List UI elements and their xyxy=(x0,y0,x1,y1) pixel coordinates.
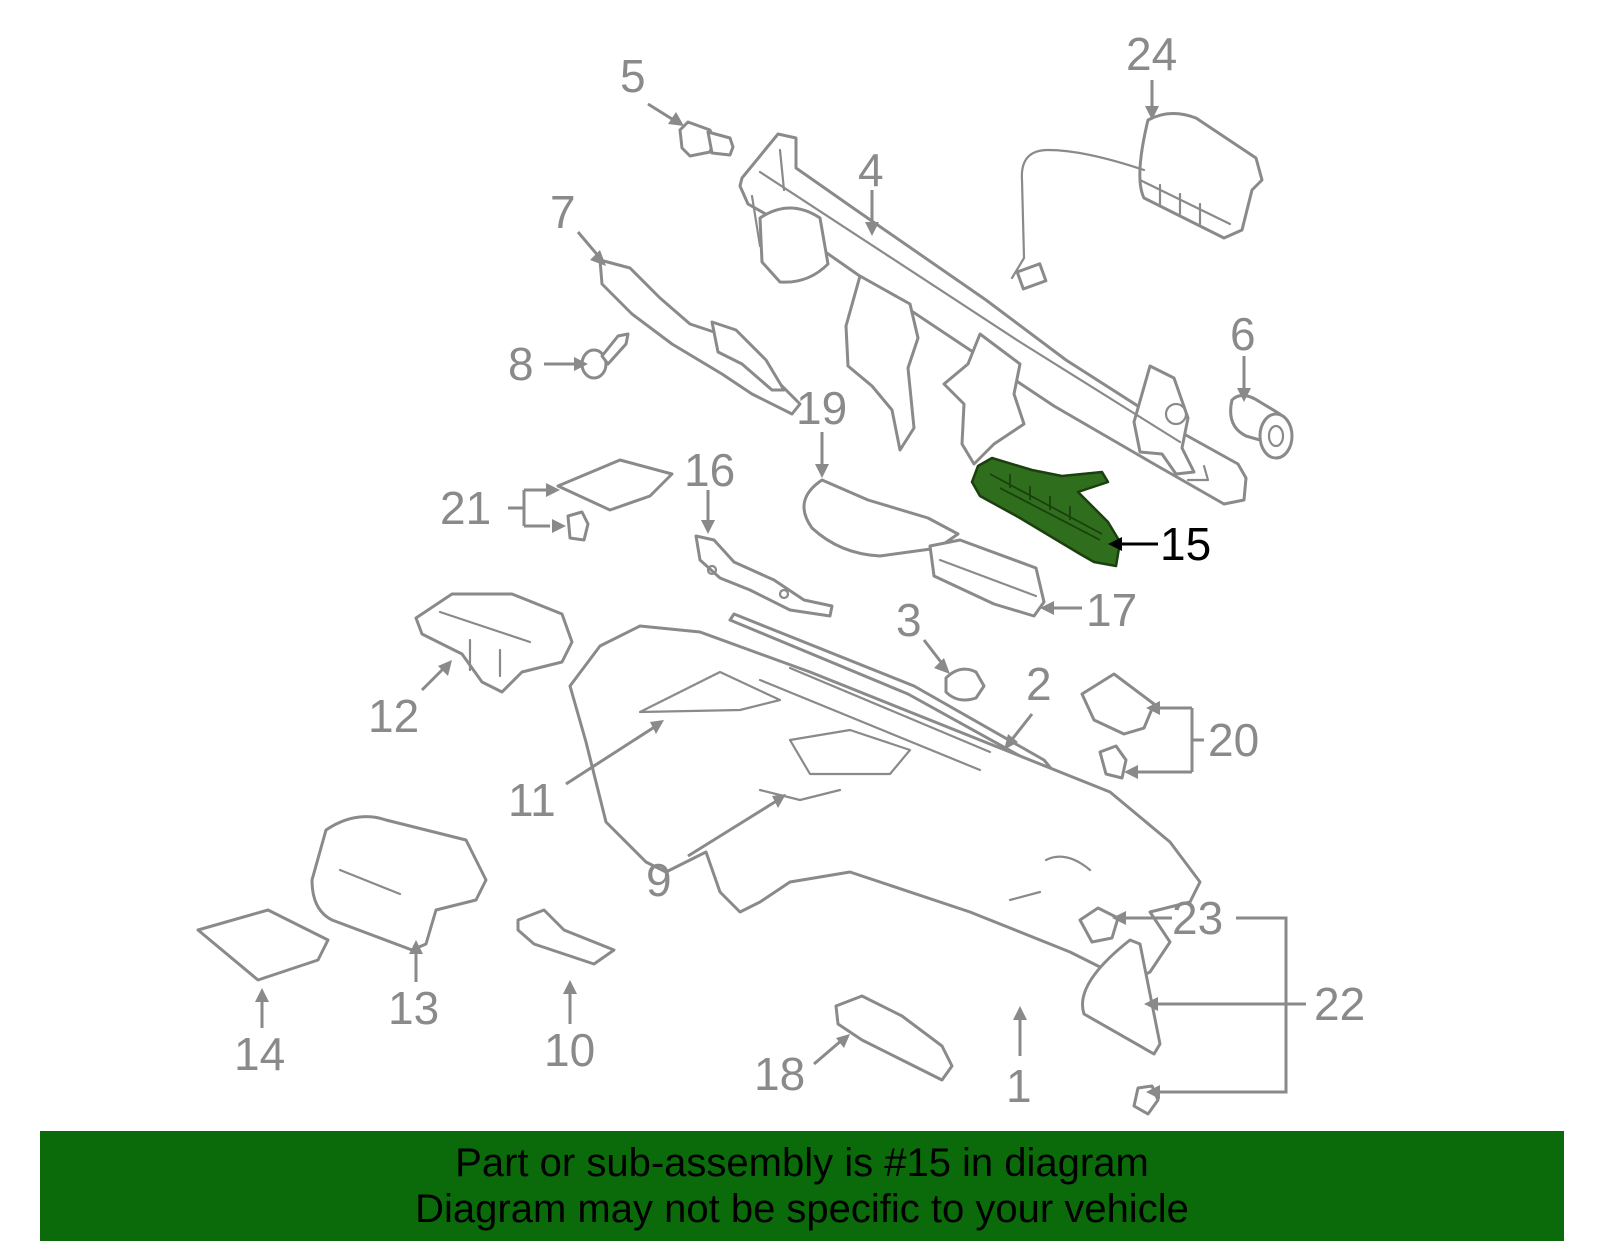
footer-line-1: Part or sub-assembly is #15 in diagram xyxy=(455,1141,1149,1185)
callout-17: 17 xyxy=(1086,584,1137,636)
footer-banner: Part or sub-assembly is #15 in diagram D… xyxy=(40,1131,1564,1241)
callout-15: 15 xyxy=(1160,518,1211,570)
callout-21: 21 xyxy=(440,482,491,534)
callout-24: 24 xyxy=(1126,28,1177,80)
callout-8: 8 xyxy=(508,338,534,390)
part-3-grommet xyxy=(944,667,986,702)
callout-20: 20 xyxy=(1208,714,1259,766)
callout-22: 22 xyxy=(1314,978,1365,1030)
callout-10: 10 xyxy=(544,1024,595,1076)
part-20-cover xyxy=(1080,672,1156,780)
part-22-trim xyxy=(1081,938,1162,1116)
callout-16: 16 xyxy=(684,444,735,496)
part-7-bracket xyxy=(598,258,802,416)
part-15-highlighted-part[interactable] xyxy=(970,456,1122,568)
part-19-panel xyxy=(802,478,960,558)
callout-13: 13 xyxy=(388,982,439,1034)
part-12-bracket xyxy=(414,592,574,694)
part-6-bushing xyxy=(1229,394,1294,460)
callout-12: 12 xyxy=(368,690,419,742)
part-10-bracket xyxy=(516,908,616,966)
callout-11: 11 xyxy=(508,774,556,826)
part-5-clip xyxy=(678,120,735,158)
part-24-airbag-module xyxy=(1010,112,1264,291)
part-4-dash-cross-car-beam xyxy=(738,132,1248,506)
part-16-bracket xyxy=(694,534,834,618)
callout-labels: 1 2 3 4 5 6 7 8 9 10 11 12 13 14 15 16 1… xyxy=(234,28,1365,1112)
callout-23: 23 xyxy=(1172,892,1223,944)
leader-15-highlight xyxy=(1108,537,1158,551)
callout-6: 6 xyxy=(1230,308,1256,360)
part-18-bracket xyxy=(834,994,954,1082)
part-21-cover xyxy=(556,458,674,542)
callout-19: 19 xyxy=(796,382,847,434)
callout-3: 3 xyxy=(896,594,922,646)
callout-4: 4 xyxy=(858,144,884,196)
parts-diagram: 1 2 3 4 5 6 7 8 9 10 11 12 13 14 15 16 1… xyxy=(196,28,1365,1116)
callout-1: 1 xyxy=(1006,1060,1032,1112)
callout-18: 18 xyxy=(754,1048,805,1100)
part-17-tray xyxy=(928,538,1046,618)
part-13-glove-box xyxy=(310,815,488,952)
part-23-clip xyxy=(1078,906,1120,944)
leader-lines xyxy=(255,80,1306,1099)
part-8-screw xyxy=(580,332,630,380)
part-14-tray xyxy=(196,908,330,982)
footer-line-2: Diagram may not be specific to your vehi… xyxy=(415,1187,1189,1231)
callout-14: 14 xyxy=(234,1028,285,1080)
callout-5: 5 xyxy=(620,50,646,102)
callout-2: 2 xyxy=(1026,658,1052,710)
callout-7: 7 xyxy=(550,186,576,238)
callout-9: 9 xyxy=(646,854,672,906)
